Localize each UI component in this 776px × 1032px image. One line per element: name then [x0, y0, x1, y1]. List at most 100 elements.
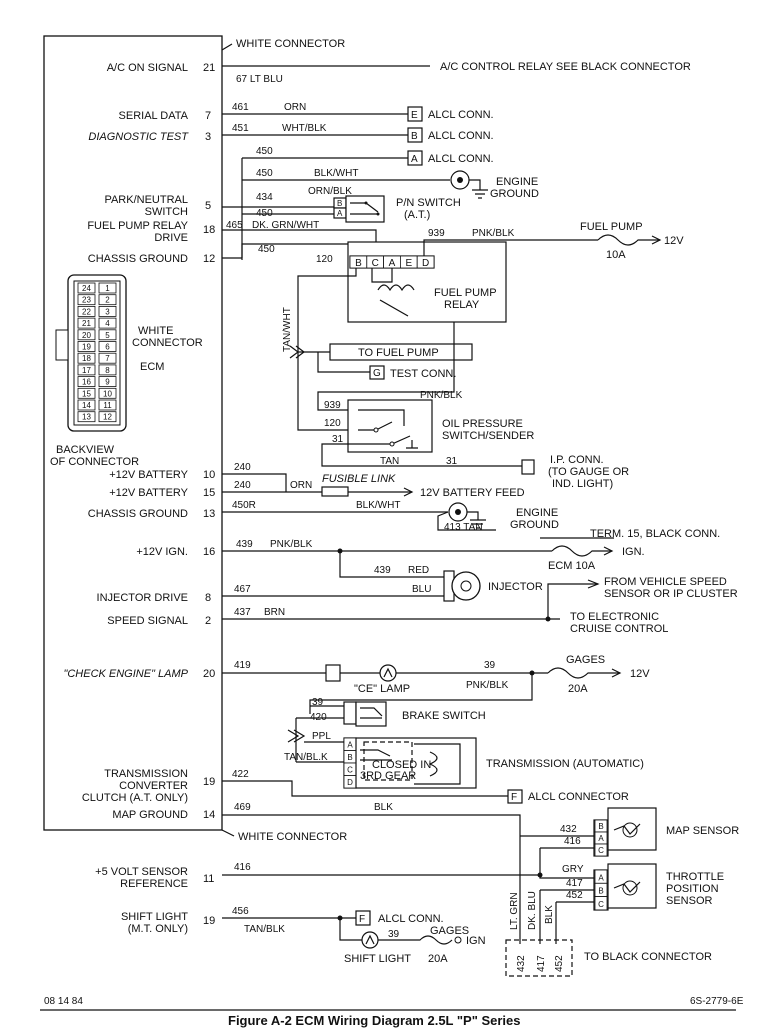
wire-label: DK. BLU	[527, 891, 538, 930]
connector-pin-cell	[98, 317, 117, 329]
footer-part-number: 6S-2779-6E	[690, 996, 744, 1007]
connector-pin-number: 3	[105, 307, 110, 316]
wire-label: TAN/BL.K	[284, 752, 328, 763]
pn-switch-label: (A.T.)	[404, 209, 430, 221]
ign-label: IGN	[466, 935, 486, 947]
terminal-pin: 14	[203, 809, 215, 821]
terminal-pin: 7	[205, 110, 211, 122]
backview-label: OF CONNECTOR	[50, 456, 139, 468]
wire-label: PNK/BLK	[420, 390, 463, 401]
engine-ground-label: ENGINE	[496, 176, 538, 188]
terminal-pin: 20	[203, 668, 215, 680]
wire-label: BLK/WHT	[314, 168, 358, 179]
battery-feed-label: 12V BATTERY FEED	[420, 487, 525, 499]
svg-text:A: A	[411, 154, 418, 165]
connector-pin-cell	[77, 294, 96, 306]
gages-label: GAGES	[430, 925, 469, 937]
transmission-label: TRANSMISSION (AUTOMATIC)	[486, 758, 644, 770]
brake-switch-label: BRAKE SWITCH	[402, 710, 486, 722]
wire-label: 437	[234, 607, 251, 618]
connector-pin-number: 7	[105, 354, 110, 363]
connector-pin-number: 10	[103, 389, 112, 398]
backview-label: BACKVIEW	[56, 444, 115, 456]
engine-ground-label: GROUND	[510, 519, 559, 531]
terminal-label: INJECTOR DRIVE	[97, 592, 188, 604]
wire-label: GRY	[562, 864, 584, 875]
black-conn-pin: 452	[554, 955, 565, 972]
svg-text:G: G	[373, 368, 381, 379]
connector-pin-cell	[98, 341, 117, 352]
connector-pin-cell	[98, 376, 117, 388]
wire-label: 422	[232, 769, 249, 780]
fuse-rating: 20A	[428, 953, 448, 965]
vss-label: FROM VEHICLE SPEED	[604, 576, 727, 588]
white-connector-label: CONNECTOR	[132, 337, 203, 349]
closed-in-label: CLOSED IN	[372, 759, 431, 771]
terminal-pin: 13	[203, 508, 215, 520]
wire-label: 439	[236, 539, 253, 550]
ip-conn-label: (TO GAUGE OR	[548, 466, 629, 478]
terminal-pin: 21	[203, 62, 215, 74]
relay-pin-letter: C	[372, 258, 379, 269]
wire-label: 67 LT BLU	[236, 74, 283, 85]
alcl-connector-label: ALCL CONNECTOR	[528, 791, 629, 803]
gages-label: GAGES	[566, 654, 605, 666]
wire-label: 451	[232, 123, 249, 134]
connector-pin-number: 12	[103, 413, 112, 422]
ign-label: IGN.	[622, 546, 645, 558]
connector-pin-cell	[77, 317, 96, 329]
connector-cavity-letter: A	[598, 834, 604, 843]
wire-label: 432	[560, 824, 577, 835]
connector-cavity-letter: C	[347, 766, 353, 775]
brake-switch	[355, 701, 387, 727]
connector-pin-cell	[77, 341, 96, 352]
map-sensor-label: MAP SENSOR	[666, 825, 739, 837]
connector-pin-number: 18	[82, 354, 91, 363]
terminal-label: CLUTCH (A.T. ONLY)	[82, 792, 188, 804]
connector-pin-number: 9	[105, 378, 110, 387]
connector-pin-number: 8	[105, 366, 110, 375]
wire-label: 417	[566, 878, 583, 889]
wire-label: 416	[564, 836, 581, 847]
wire-label: BLK/WHT	[356, 500, 400, 511]
terminal-label: MAP GROUND	[112, 809, 188, 821]
ecm-fuse-label: ECM 10A	[548, 560, 596, 572]
connector-pin-cell	[77, 352, 96, 364]
wire-label: PPL	[312, 731, 331, 742]
connector-pin-cell	[77, 411, 96, 423]
terminal-pin: 2	[205, 615, 211, 627]
wire-label: TAN	[380, 456, 399, 467]
terminal-pin: 11	[203, 873, 214, 885]
to-fuel-pump-label: TO FUEL PUMP	[358, 347, 439, 359]
ce-lamp-label: "CE" LAMP	[354, 683, 410, 695]
injector-label: INJECTOR	[488, 581, 543, 593]
wire-label: 120	[316, 254, 333, 265]
terminal-labels: A/C ON SIGNAL 21 SERIAL DATA 7 DIAGNOSTI…	[63, 62, 215, 935]
connector-pin-cell	[77, 376, 96, 388]
connector-cavity	[594, 843, 608, 857]
connector-pin-cell	[77, 399, 96, 411]
wire-label: PNK/BLK	[466, 680, 509, 691]
connector-pin-cell	[77, 364, 96, 376]
connector-pin-number: 1	[105, 284, 110, 293]
wire-label: 240	[234, 462, 251, 473]
header-connector-label: WHITE CONNECTOR	[236, 38, 345, 50]
wire-label: BLK	[544, 905, 555, 924]
fuel-pump-label: FUEL PUMP	[580, 221, 643, 233]
test-conn-label: TEST CONN.	[390, 368, 456, 380]
connector-pin-number: 14	[82, 401, 91, 410]
svg-text:B: B	[411, 131, 418, 142]
alcl-conn-label: ALCL CONN.	[428, 109, 494, 121]
connector-pin-number: 21	[82, 319, 91, 328]
engine-ground-label: GROUND	[490, 188, 539, 200]
svg-text:A: A	[337, 209, 343, 218]
connector-pin-number: 17	[82, 366, 91, 375]
connector-pin-number: 22	[82, 307, 91, 316]
terminal-label: SWITCH	[145, 206, 188, 218]
wire-label: 434	[256, 192, 273, 203]
terminal-label: A/C ON SIGNAL	[107, 62, 188, 74]
connector-pin-cell	[77, 282, 96, 294]
terminal-label: SERIAL DATA	[119, 110, 189, 122]
terminal-label: (M.T. ONLY)	[128, 923, 188, 935]
wiring: 67 LT BLU A/C CONTROL RELAY SEE BLACK CO…	[222, 61, 739, 977]
